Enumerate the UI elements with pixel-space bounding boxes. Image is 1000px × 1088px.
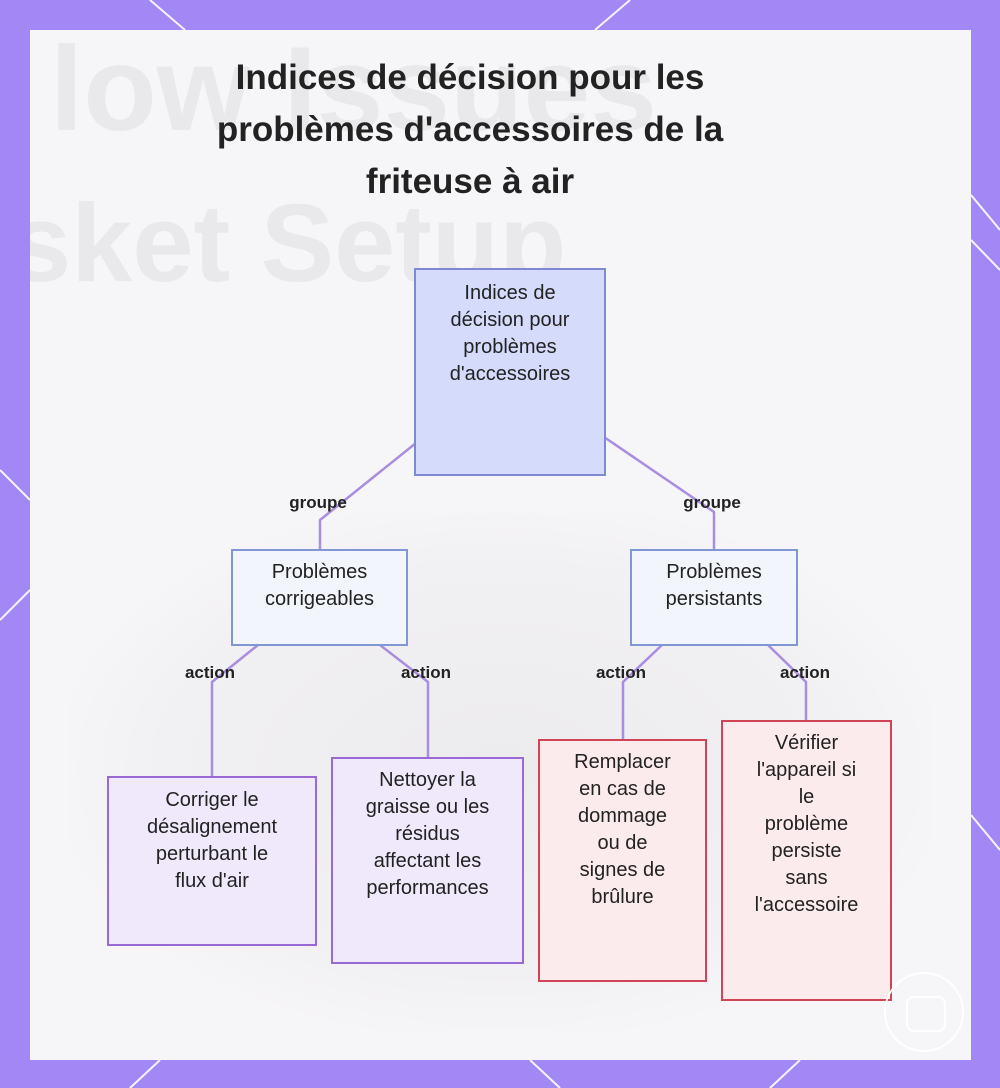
node-replace-if-damaged-label: Remplacer en cas de dommage ou de signes… — [574, 751, 671, 908]
background-watermark-line-1: low Issues — [50, 30, 657, 156]
node-check-device: Vérifier l'appareil si le problème persi… — [721, 720, 892, 1001]
diagram-title: Indices de décision pour les problèmes d… — [216, 58, 724, 201]
edge-label-action-2: action — [400, 663, 452, 682]
edge-label-action-1: action — [184, 663, 236, 682]
edge-root-to-persistent — [603, 435, 716, 550]
node-clean-residue-label: Nettoyer la graisse ou les résidus affec… — [365, 769, 490, 899]
edge-root-to-fixable — [318, 442, 417, 550]
node-persistent-issues-label: Problèmes persistants — [665, 561, 763, 610]
edge-label-action-4: action — [779, 663, 831, 682]
node-root-label: Indices de décision pour problèmes d'acc… — [449, 282, 571, 385]
edge-persistent-to-replace — [621, 644, 663, 740]
smiley-face-icon — [906, 996, 946, 1032]
brand-logo-icon — [884, 972, 964, 1052]
edge-fixable-to-fix-alignment — [210, 644, 259, 777]
edge-label-group-left: groupe — [289, 493, 347, 512]
node-fix-misalignment: Corriger le désalignement perturbant le … — [107, 776, 317, 946]
node-persistent-issues: Problèmes persistants — [630, 549, 798, 646]
node-root: Indices de décision pour problèmes d'acc… — [414, 268, 606, 476]
node-fix-misalignment-label: Corriger le désalignement perturbant le … — [146, 789, 278, 892]
node-fixable-issues-label: Problèmes corrigeables — [265, 561, 374, 610]
edge-persistent-to-check-device — [767, 644, 808, 722]
edge-label-action-3: action — [595, 663, 647, 682]
edge-fixable-to-clean-residue — [379, 644, 430, 758]
node-check-device-label: Vérifier l'appareil si le problème persi… — [754, 732, 859, 916]
edge-label-group-right: groupe — [683, 493, 741, 512]
node-fixable-issues: Problèmes corrigeables — [231, 549, 408, 646]
node-replace-if-damaged: Remplacer en cas de dommage ou de signes… — [538, 739, 707, 982]
node-clean-residue: Nettoyer la graisse ou les résidus affec… — [331, 757, 524, 964]
